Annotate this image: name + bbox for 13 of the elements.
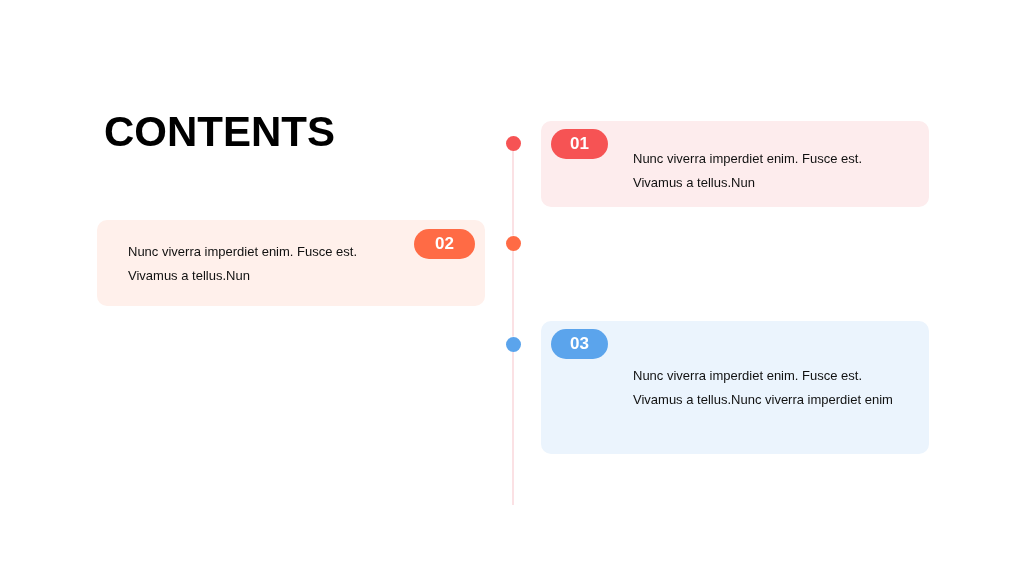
timeline-dot <box>505 235 521 251</box>
title: CONTENTS <box>104 108 335 156</box>
body-text: Nunc viverra imperdiet enim. Fusce est. Vivamus a tellus.Nun <box>633 150 864 192</box>
timeline-dot <box>505 135 521 151</box>
timeline-dot <box>505 336 521 352</box>
content-card <box>541 321 929 454</box>
number-badge: 02 <box>414 229 475 259</box>
content-card <box>541 121 929 207</box>
number-badge: 03 <box>551 329 608 359</box>
body-text: Nunc viverra imperdiet enim. Fusce est. Vivamus a tellus.Nun <box>128 243 359 285</box>
content-card <box>97 220 485 306</box>
number-badge: 01 <box>551 129 608 159</box>
body-text: Nunc viverra imperdiet enim. Fusce est. Vivamus a tellus.Nunc viverra imperdiet enim <box>633 367 894 409</box>
